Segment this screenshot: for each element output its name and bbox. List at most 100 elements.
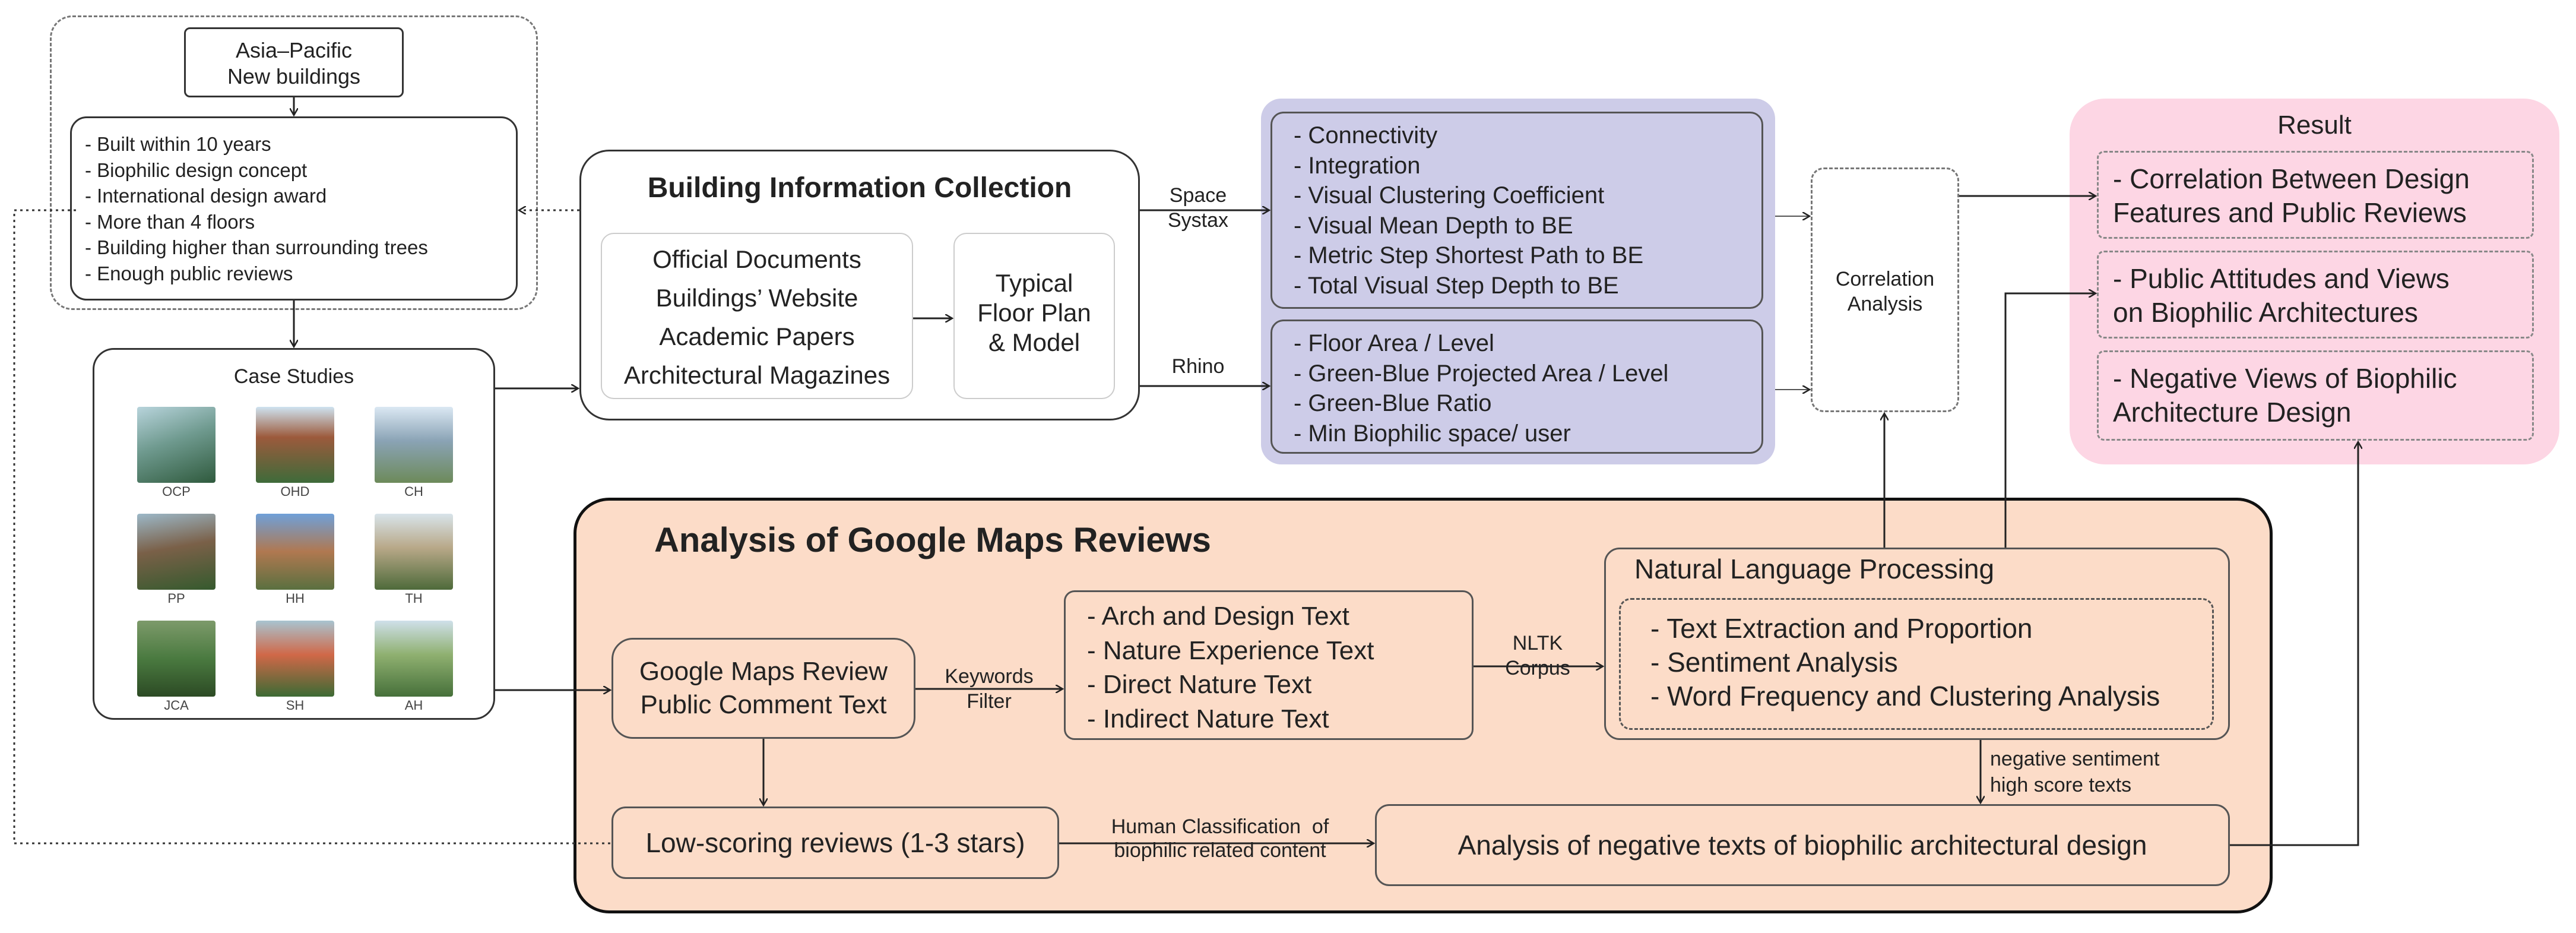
rhino-label: Rhino xyxy=(1171,355,1225,378)
text-category: - Direct Nature Text xyxy=(1087,670,1312,699)
edge-label-line: Human Classification of xyxy=(1111,815,1329,838)
gmr-line: Google Maps Review xyxy=(639,657,888,686)
floor-plan-line: & Model xyxy=(988,328,1081,356)
criterion: - International design award xyxy=(85,185,327,207)
building-photo-hh xyxy=(256,514,334,590)
nlp-method: - Word Frequency and Clustering Analysis xyxy=(1650,681,2160,711)
criterion: - More than 4 floors xyxy=(85,210,255,233)
floor-plan-box: Typical Floor Plan & Model xyxy=(953,233,1115,399)
rhino-metric: - Floor Area / Level xyxy=(1294,330,1494,356)
text-category: - Nature Experience Text xyxy=(1087,635,1374,665)
floor-plan-line: Typical xyxy=(995,269,1073,297)
criteria-box: - Built within 10 years - Biophilic desi… xyxy=(70,116,518,301)
reviews-panel xyxy=(573,498,2273,913)
space-syntax-metrics-box: - Connectivity - Integration - Visual Cl… xyxy=(1270,112,1763,309)
nlp-title: Natural Language Processing xyxy=(1634,554,1995,584)
source-item: Buildings’ Website xyxy=(655,284,858,312)
low-scoring-reviews-box: Low-scoring reviews (1-3 stars) xyxy=(611,807,1059,879)
building-photo-pp xyxy=(137,514,216,590)
syntax-metric: - Connectivity xyxy=(1294,122,1438,148)
google-maps-review-box: Google Maps Review Public Comment Text xyxy=(611,638,915,739)
result-item-attitudes: - Public Attitudes and Views on Biophili… xyxy=(2097,251,2534,339)
photo-label: OCP xyxy=(162,484,191,499)
photo-label: JCA xyxy=(164,698,189,713)
correlation-line: Correlation xyxy=(1835,268,1935,290)
building-photo-ocp xyxy=(137,407,216,483)
edge-label-line: biophilic related content xyxy=(1114,839,1326,862)
result-title: Result xyxy=(2277,110,2352,140)
edge-label-line: Systax xyxy=(1167,209,1229,232)
photo-label: SH xyxy=(286,698,305,713)
result-line: on Biophilic Architectures xyxy=(2113,297,2418,328)
keywords-filter-label: Keywords Filter xyxy=(926,664,1052,714)
building-photo-jca xyxy=(137,621,216,697)
syntax-metric: - Visual Clustering Coefficient xyxy=(1294,182,1605,208)
sources-box: Official Documents Buildings’ Website Ac… xyxy=(601,233,913,399)
correlation-line: Analysis xyxy=(1847,293,1923,315)
source-item: Official Documents xyxy=(652,245,861,273)
syntax-metric: - Metric Step Shortest Path to BE xyxy=(1294,242,1644,268)
reviews-title: Analysis of Google Maps Reviews xyxy=(654,521,1211,559)
result-item-correlation: - Correlation Between Design Features an… xyxy=(2097,151,2534,239)
building-photo-ohd xyxy=(256,407,334,483)
nltk-corpus-label: NLTK Corpus xyxy=(1490,631,1585,681)
space-syntax-label: Space Systax xyxy=(1156,183,1240,233)
dotted-feedback-line xyxy=(13,209,610,845)
arrow-negative-to-result xyxy=(2230,442,2358,846)
photo-label: PP xyxy=(167,591,185,606)
human-classification-label: Human Classification of biophilic relate… xyxy=(1081,815,1360,862)
edge-label-line: Space xyxy=(1169,184,1227,207)
correlation-analysis-box: Correlation Analysis xyxy=(1811,167,1959,412)
edge-label-line: negative sentiment xyxy=(1990,748,2160,770)
collection-title: Building Information Collection xyxy=(647,172,1072,204)
negative-analysis-label: Analysis of negative texts of biophilic … xyxy=(1457,830,2147,861)
edge-label-line: Corpus xyxy=(1505,657,1570,679)
photo-label: TH xyxy=(405,591,423,606)
photo-label: OHD xyxy=(280,484,310,499)
region-line-1: Asia–Pacific xyxy=(235,38,353,62)
rhino-metrics-box: - Floor Area / Level - Green-Blue Projec… xyxy=(1270,320,1763,454)
criterion: - Building higher than surrounding trees xyxy=(85,236,428,258)
metrics-panel xyxy=(1261,99,1775,464)
region-line-2: New buildings xyxy=(227,64,361,88)
syntax-metric: - Visual Mean Depth to BE xyxy=(1294,212,1573,239)
photo-label: CH xyxy=(404,484,423,499)
case-studies-title: Case Studies xyxy=(233,365,354,388)
photo-label: AH xyxy=(404,698,423,713)
result-item-negative: - Negative Views of Biophilic Architectu… xyxy=(2097,350,2534,441)
building-photo-th xyxy=(375,514,453,590)
result-line: - Correlation Between Design xyxy=(2113,163,2470,194)
gmr-line: Public Comment Text xyxy=(640,690,887,719)
result-line: - Public Attitudes and Views xyxy=(2113,263,2450,294)
building-photo-ch xyxy=(375,407,453,483)
result-panel xyxy=(2070,99,2559,464)
edge-label-line: high score texts xyxy=(1990,774,2132,796)
negative-sentiment-label: negative sentiment high score texts xyxy=(1990,746,2159,798)
floor-plan-line: Floor Plan xyxy=(977,299,1091,327)
nlp-method: - Text Extraction and Proportion xyxy=(1650,613,2033,644)
rhino-metric: - Green-Blue Ratio xyxy=(1294,390,1492,416)
syntax-metric: - Integration xyxy=(1294,152,1421,179)
building-photo-sh xyxy=(256,621,334,697)
building-photo-ah xyxy=(375,621,453,697)
criterion: - Enough public reviews xyxy=(85,262,293,284)
criterion: - Biophilic design concept xyxy=(85,159,308,181)
nlp-box: Natural Language Processing - Text Extra… xyxy=(1604,548,2230,740)
result-line: - Negative Views of Biophilic xyxy=(2113,363,2457,394)
text-category: - Arch and Design Text xyxy=(1087,602,1349,631)
nlp-method: - Sentiment Analysis xyxy=(1650,647,1898,678)
edge-label-line: Filter xyxy=(967,690,1012,713)
region-box: Asia–Pacific New buildings xyxy=(184,27,404,97)
text-category: - Indirect Nature Text xyxy=(1087,704,1329,733)
result-line: Architecture Design xyxy=(2113,397,2352,428)
criterion: - Built within 10 years xyxy=(85,133,271,155)
text-categories-box: - Arch and Design Text - Nature Experien… xyxy=(1064,590,1474,740)
edge-label-line: NLTK xyxy=(1512,632,1563,654)
low-scoring-label: Low-scoring reviews (1-3 stars) xyxy=(645,827,1025,858)
result-line: Features and Public Reviews xyxy=(2113,197,2467,228)
edge-label-line: Keywords xyxy=(945,665,1034,688)
syntax-metric: - Total Visual Step Depth to BE xyxy=(1294,272,1619,299)
rhino-metric: - Green-Blue Projected Area / Level xyxy=(1294,360,1669,387)
source-item: Academic Papers xyxy=(659,322,855,350)
